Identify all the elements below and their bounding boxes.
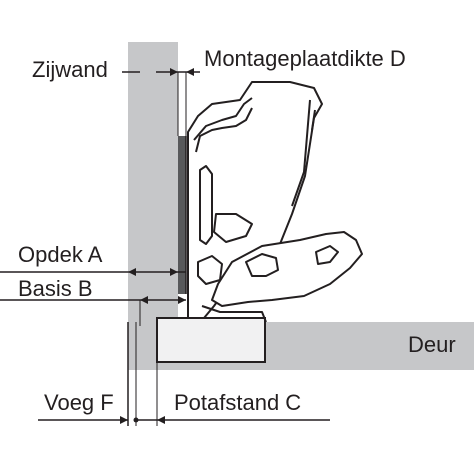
hinge-lever [201,231,363,323]
plate-thickness-arrow-left [170,68,178,76]
cup-distance-arrow-left [157,416,165,424]
overlay-label: Opdek A [18,242,103,267]
overlay-arrow-left [128,268,136,276]
base-label: Basis B [18,276,93,301]
mounting-plate-thickness-label: Montageplaatdikte D [204,46,406,71]
door-label: Deur [408,332,456,357]
base-arrow-right [178,296,186,304]
overlay-arrow-right [170,268,178,276]
hinge-cup [156,317,266,363]
plate-thickness-arrow-right [186,68,194,76]
hinge-arm [187,81,323,319]
gap-arrow [120,416,128,424]
side-wall-panel [128,42,178,322]
mounting-plate [178,136,186,294]
cup-distance-label: Potafstand C [174,390,301,415]
side-wall-label: Zijwand [32,57,108,82]
base-arrow-left [140,296,148,304]
gap-label: Voeg F [44,390,114,415]
